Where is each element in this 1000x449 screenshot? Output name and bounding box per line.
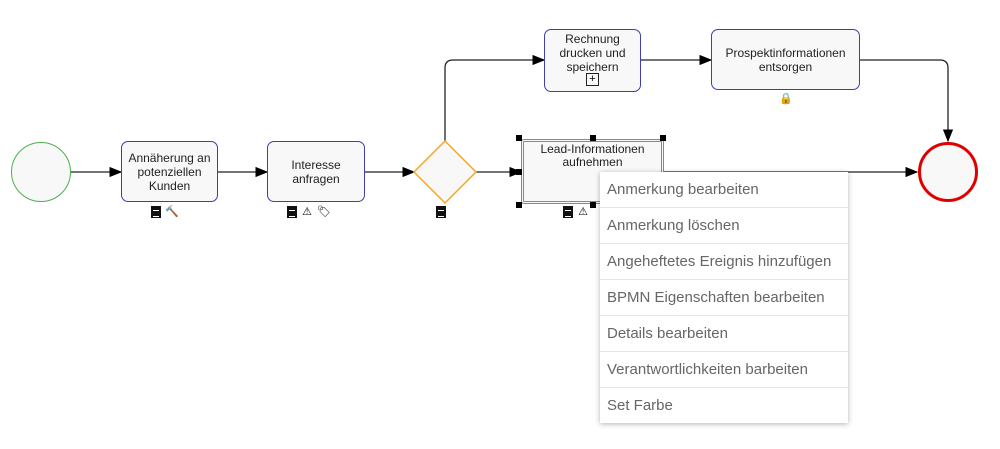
start-event[interactable] bbox=[11, 142, 71, 202]
exclusive-gateway bbox=[412, 139, 478, 205]
menu-item-anmerkung-bearbeiten[interactable]: Anmerkung bearbeiten bbox=[600, 172, 848, 208]
task-label: Prospektinformationen entsorgen bbox=[725, 45, 846, 74]
resize-handle[interactable] bbox=[516, 135, 522, 141]
flow-gateway-t4 bbox=[444, 54, 546, 141]
resize-handle[interactable] bbox=[590, 135, 596, 141]
document-icon[interactable] bbox=[436, 206, 446, 218]
warning-icon[interactable]: ⚠ bbox=[578, 206, 588, 218]
resize-handle[interactable] bbox=[590, 202, 596, 208]
menu-item-bpmn-eigenschaften[interactable]: BPMN Eigenschaften bearbeiten bbox=[600, 280, 848, 316]
document-icon[interactable] bbox=[287, 206, 297, 218]
menu-item-details-bearbeiten[interactable]: Details bearbeiten bbox=[600, 316, 848, 352]
document-icon[interactable] bbox=[151, 206, 161, 218]
tag-icon[interactable]: 🏷 bbox=[317, 206, 331, 218]
task-prospektinformationen[interactable]: Prospektinformationen entsorgen bbox=[711, 29, 860, 90]
task-label: Lead-Informationen aufnehmen bbox=[540, 142, 645, 169]
task-label: Interesse anfragen bbox=[291, 157, 341, 186]
resize-handle[interactable] bbox=[516, 202, 522, 208]
menu-item-set-farbe[interactable]: Set Farbe bbox=[607, 397, 673, 414]
task-annaeherung[interactable]: Annäherung an potenziellen Kunden bbox=[121, 141, 218, 202]
context-menu: Anmerkung bearbeiten Anmerkung löschen A… bbox=[600, 172, 848, 423]
menu-item-verantwortlichkeiten[interactable]: Verantwortlichkeiten barbeiten bbox=[600, 352, 848, 388]
document-icon[interactable] bbox=[563, 206, 573, 218]
hammer-icon[interactable]: 🔨 bbox=[165, 206, 179, 218]
task-label: Rechnung drucken und speichern bbox=[559, 32, 626, 74]
lock-icon[interactable]: 🔒 bbox=[779, 93, 793, 105]
menu-item-ereignis-hinzufuegen[interactable]: Angeheftetes Ereignis hinzufügen bbox=[600, 244, 848, 280]
warning-icon[interactable]: ⚠ bbox=[302, 206, 312, 218]
resize-handle[interactable] bbox=[660, 135, 666, 141]
menu-item-anmerkung-loeschen[interactable]: Anmerkung löschen bbox=[600, 208, 848, 244]
resize-handle[interactable] bbox=[516, 169, 522, 175]
flow-t5-end bbox=[860, 59, 954, 143]
task-rechnung[interactable]: Rechnung drucken und speichern bbox=[544, 29, 641, 92]
task-label: Annäherung an potenziellen Kunden bbox=[128, 150, 211, 193]
subprocess-plus-icon[interactable]: + bbox=[586, 73, 599, 86]
end-event[interactable] bbox=[918, 142, 978, 202]
task-interesse-anfragen[interactable]: Interesse anfragen bbox=[267, 141, 365, 202]
